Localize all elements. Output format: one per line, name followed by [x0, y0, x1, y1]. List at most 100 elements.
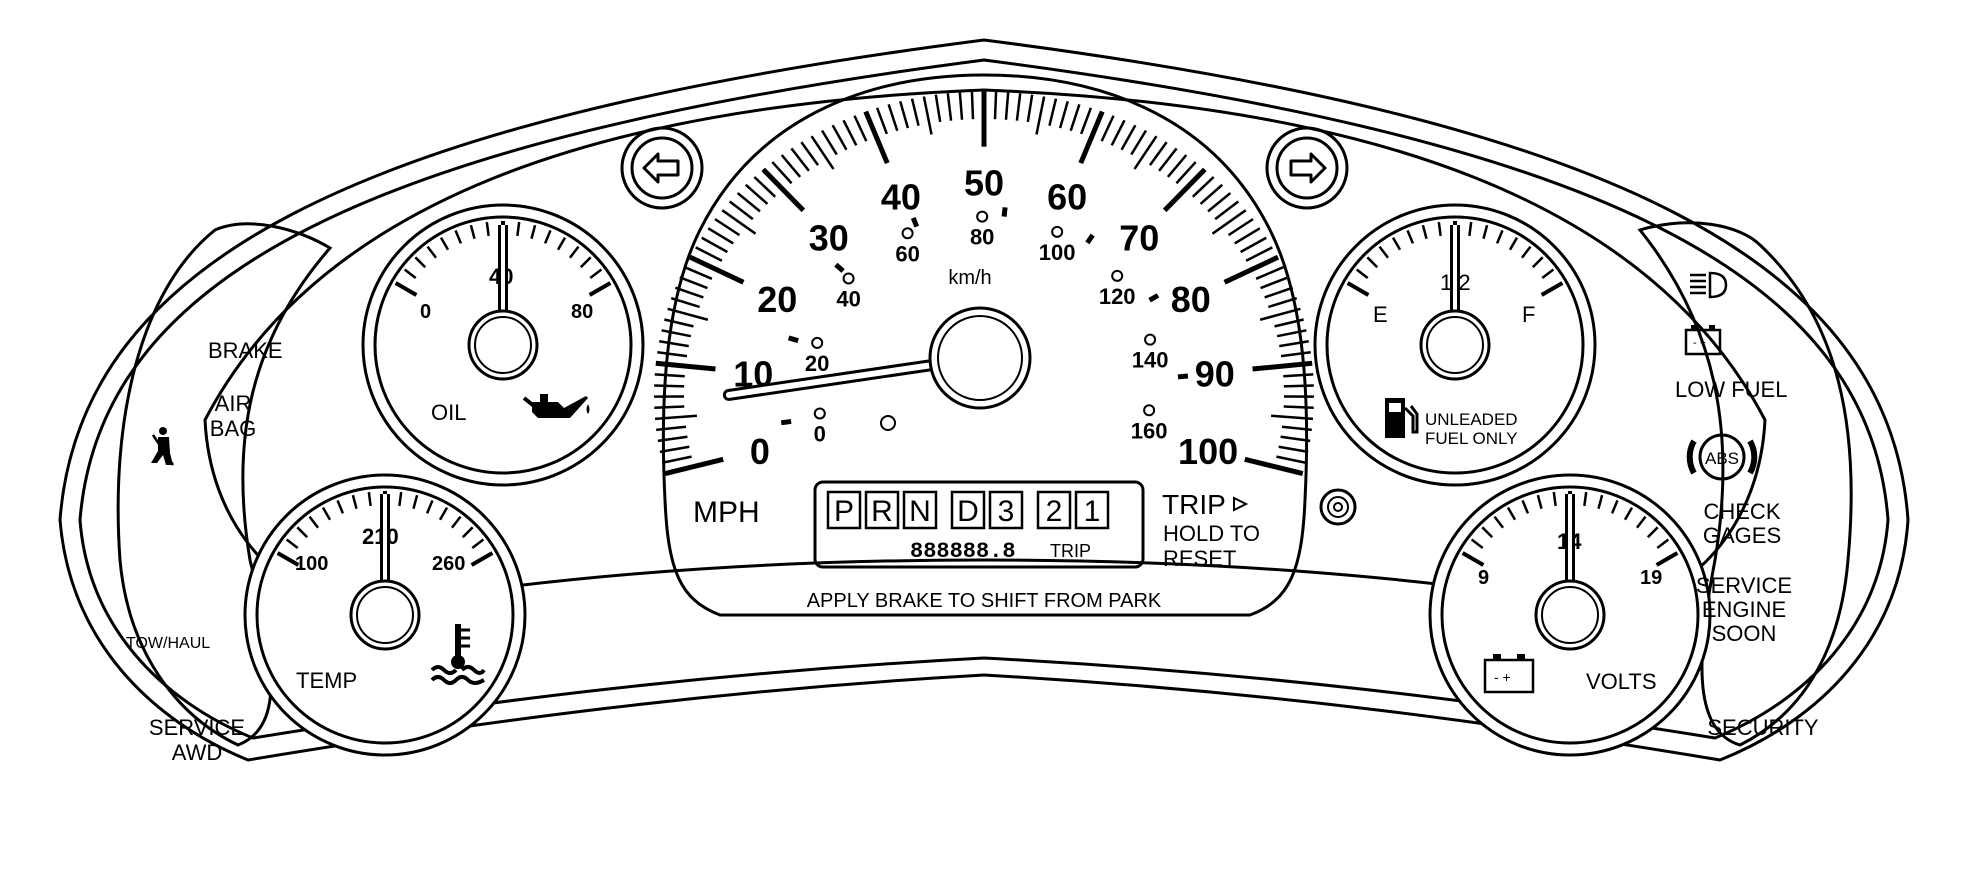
seatbelt-icon	[151, 427, 175, 466]
mph-tick	[1244, 456, 1304, 477]
mph-tick	[654, 373, 685, 378]
mph-tick	[1133, 135, 1158, 170]
kmh-dot	[1111, 269, 1124, 282]
mph-tick	[1279, 340, 1309, 348]
kmh-label: 160	[1131, 418, 1168, 443]
gauge-tick	[1521, 499, 1530, 514]
mph-tick	[728, 200, 754, 221]
volts-min-label: 9	[1478, 567, 1489, 589]
mph-tick	[946, 93, 953, 121]
gauge-tick	[1482, 224, 1489, 240]
mph-tick	[934, 94, 942, 123]
mph-tick	[1120, 124, 1137, 151]
gauge-tick	[336, 499, 345, 514]
gauge-tick	[1506, 506, 1517, 521]
gauge-tick	[1468, 221, 1473, 237]
turn-left-icon	[620, 126, 704, 210]
shift-notice: APPLY BRAKE TO SHIFT FROM PARK	[807, 590, 1162, 612]
mph-tick	[662, 455, 692, 465]
mph-tick	[831, 124, 848, 151]
gauge-tick	[516, 221, 521, 237]
check-gages-line2: GAGES	[1703, 523, 1781, 548]
mph-tick	[1069, 103, 1081, 132]
prndl-letter: R	[871, 495, 893, 528]
kmh-tick	[834, 262, 845, 273]
mph-tick	[1223, 254, 1280, 285]
oil-min-label: 0	[420, 301, 431, 323]
mph-tick	[1280, 350, 1311, 358]
kmh-tick	[1177, 373, 1189, 380]
gauge-tick	[1421, 224, 1428, 240]
abs-label: ABS	[1705, 449, 1739, 468]
mph-tick	[875, 107, 888, 135]
kmh-tick	[787, 335, 799, 344]
temp-label: TEMP	[296, 668, 357, 693]
mph-tick	[1026, 94, 1034, 123]
gauge-tick	[1623, 506, 1634, 521]
kmh-dot	[1051, 225, 1064, 238]
mph-tick	[654, 414, 697, 421]
mph-tick	[1234, 227, 1261, 245]
mph-tick	[800, 141, 819, 166]
gauge-tick	[1495, 229, 1504, 244]
low-fuel-indicator: LOW FUEL	[1675, 377, 1787, 402]
gauge-tick	[438, 506, 449, 521]
gauge-tick	[568, 245, 580, 259]
mph-tick	[1080, 107, 1093, 135]
mph-tick	[1227, 218, 1254, 237]
mph-tick	[654, 384, 685, 388]
mph-tick	[1240, 236, 1267, 254]
mph-tick	[1149, 141, 1168, 166]
gauge-tick	[1493, 515, 1505, 529]
kmh-label: 60	[895, 241, 919, 266]
mph-tick	[1004, 92, 1010, 120]
mph-label: 70	[1119, 217, 1159, 258]
mph-tick	[684, 266, 713, 280]
turn-right-icon	[1265, 126, 1349, 210]
gauge-tick	[1481, 526, 1494, 539]
gauge-tick	[1536, 494, 1543, 510]
hold-to-reset-line1: HOLD TO	[1163, 521, 1260, 546]
fuel-gauge: E 1/2 F UNLEADED FUEL ONLY	[1313, 203, 1597, 487]
trip-reset-button[interactable]: TRIP HOLD TO RESET	[1162, 489, 1260, 571]
coolant-temp-gauge: 100 210 260 TEMP	[243, 473, 527, 757]
mph-tick	[664, 318, 694, 328]
volts-max-label: 19	[1640, 567, 1662, 589]
mph-tick	[1271, 414, 1314, 421]
trip-arrow-icon	[1233, 496, 1249, 512]
gauge-tick	[1655, 551, 1679, 567]
mph-tick	[780, 154, 802, 178]
gauge-tick	[1437, 221, 1442, 237]
mph-tick	[714, 218, 741, 237]
kmh-tick	[910, 217, 920, 228]
volts-label: VOLTS	[1586, 669, 1657, 694]
gauge-tick	[296, 526, 309, 539]
mph-tick	[661, 329, 692, 338]
prndl-letter: D	[957, 495, 979, 528]
mph-label: 30	[809, 217, 849, 258]
mph-tick	[1245, 246, 1273, 262]
kmh-label: 120	[1099, 284, 1136, 309]
mph-tick	[820, 129, 838, 156]
mph-tick	[1015, 93, 1022, 121]
mph-tick	[1252, 360, 1313, 372]
gauge-tick	[471, 538, 485, 550]
charging-battery-icon: - +	[1684, 325, 1722, 356]
gauge-tick	[530, 224, 537, 240]
gauge-tick	[450, 515, 462, 529]
mph-tick	[1100, 115, 1115, 142]
kmh-tick	[1001, 207, 1008, 217]
mph-tick	[970, 91, 975, 120]
mph-label: 100	[1178, 431, 1238, 472]
trip-reset-knob[interactable]	[1319, 488, 1357, 526]
gauge-tick	[1541, 268, 1555, 280]
kmh-label: 140	[1132, 348, 1169, 373]
fuel-pump-icon	[1385, 398, 1419, 438]
mph-tick	[736, 192, 761, 213]
oil-can-icon	[522, 394, 590, 418]
brake-indicator: BRAKE	[208, 338, 283, 363]
mph-tick	[1214, 200, 1240, 221]
prndl-letter: P	[834, 495, 854, 528]
gauge-tick	[1366, 256, 1379, 269]
